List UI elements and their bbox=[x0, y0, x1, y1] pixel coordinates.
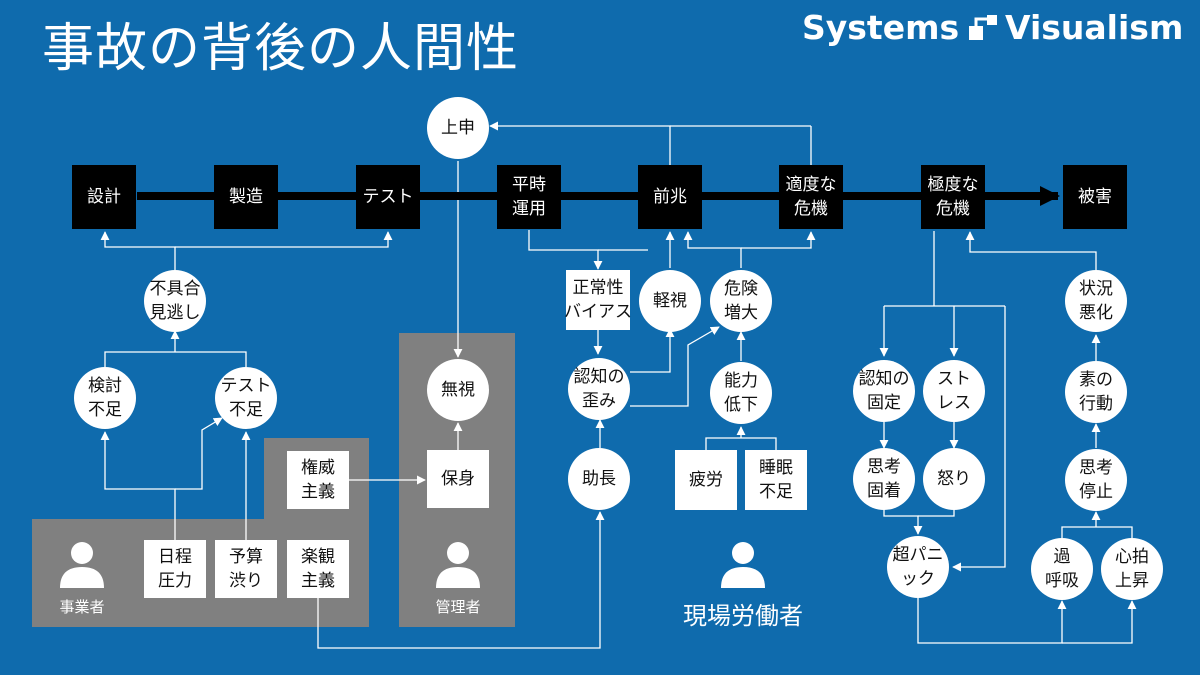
node-situation-worsening: 状況 悪化 bbox=[1065, 270, 1127, 332]
node-ability-decline: 能力 低下 bbox=[710, 362, 772, 424]
timeline-moderate-crisis: 適度な 危機 bbox=[779, 165, 843, 229]
box-self-protection: 保身 bbox=[427, 450, 489, 508]
node-cognitive-fixation: 認知の 固定 bbox=[853, 360, 915, 422]
node-cognitive-distortion: 認知の 歪み bbox=[568, 358, 630, 420]
box-optimism: 楽観 主義 bbox=[287, 540, 349, 598]
node-stress: スト レス bbox=[923, 360, 985, 422]
manager-person-icon bbox=[436, 542, 480, 588]
box-authoritarianism: 権威 主義 bbox=[287, 451, 349, 509]
box-normalcy-bias: 正常性 バイアス bbox=[564, 270, 632, 330]
brand-visualism: Visualism bbox=[1005, 8, 1184, 47]
node-oversight: 不具合 見逃し bbox=[144, 270, 206, 332]
worker-person-icon bbox=[721, 542, 765, 588]
node-danger-increase: 危険 増大 bbox=[710, 270, 772, 332]
node-lack-test: テスト 不足 bbox=[215, 367, 277, 429]
node-disregard: 軽視 bbox=[639, 270, 701, 332]
worker-label: 現場労働者 bbox=[683, 602, 803, 630]
timeline-precursor: 前兆 bbox=[638, 165, 702, 229]
business-label: 事業者 bbox=[59, 598, 105, 616]
manager-label: 管理者 bbox=[435, 598, 481, 616]
box-budget-cut: 予算 渋り bbox=[215, 540, 277, 598]
timeline-design: 設計 bbox=[72, 165, 136, 229]
node-report: 上申 bbox=[427, 97, 489, 159]
node-super-panic: 超パニ ック bbox=[887, 536, 949, 598]
box-schedule-pressure: 日程 圧力 bbox=[144, 540, 206, 598]
node-lack-review: 検討 不足 bbox=[74, 367, 136, 429]
timeline-test: テスト bbox=[356, 165, 420, 229]
timeline-damage: 被害 bbox=[1063, 165, 1127, 229]
business-person-icon bbox=[60, 542, 104, 588]
box-fatigue: 疲労 bbox=[675, 450, 737, 510]
timeline-normal-operation: 平時 運用 bbox=[497, 165, 561, 229]
node-thinking-stop: 思考 停止 bbox=[1065, 449, 1127, 511]
brand-systems: Systems bbox=[802, 8, 960, 47]
node-raw-action: 素の 行動 bbox=[1065, 361, 1127, 423]
node-anger: 怒り bbox=[923, 448, 985, 510]
box-sleep-deprivation: 睡眠 不足 bbox=[745, 450, 807, 510]
node-thinking-fixed: 思考 固着 bbox=[853, 448, 915, 510]
node-encourage: 助長 bbox=[568, 448, 630, 510]
node-heart-rate-up: 心拍 上昇 bbox=[1101, 538, 1163, 600]
page-title: 事故の背後の人間性 bbox=[42, 19, 520, 79]
node-hyperventilation: 過 呼吸 bbox=[1031, 538, 1093, 600]
node-ignore: 無視 bbox=[427, 359, 489, 421]
timeline-extreme-crisis: 極度な 危機 bbox=[921, 165, 985, 229]
brand-logo-icon bbox=[969, 15, 997, 40]
timeline-manufacturing: 製造 bbox=[214, 165, 278, 229]
